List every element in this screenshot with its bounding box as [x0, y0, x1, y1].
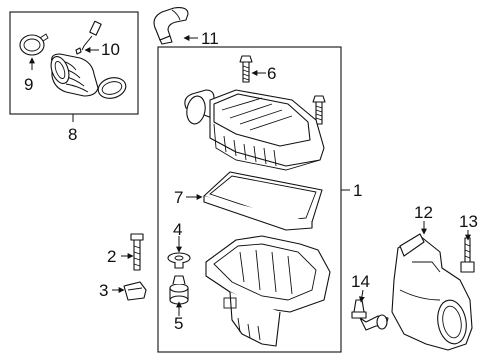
part-13-bolt	[460, 237, 475, 273]
callout-5: 5	[174, 314, 183, 333]
part-2-bolt	[130, 233, 144, 271]
part-14-pin	[351, 299, 389, 331]
inset-box-8	[9, 11, 139, 115]
part-5-isolator	[169, 275, 189, 305]
callout-6: 6	[267, 64, 276, 83]
callout-9: 9	[24, 75, 33, 94]
callout-2: 2	[107, 247, 116, 266]
part-12-duct	[391, 233, 473, 351]
callout-8: 8	[68, 125, 77, 144]
callout-14: 14	[351, 272, 370, 291]
part-lower-housing	[205, 235, 331, 347]
part-8-clamp-right	[97, 77, 127, 99]
part-3-clip	[123, 281, 147, 301]
callout-10: 10	[101, 40, 120, 59]
part-7-filter	[203, 171, 323, 231]
callout-7: 7	[174, 188, 183, 207]
part-6-bolt-2	[312, 95, 326, 125]
callout-13: 13	[459, 212, 478, 231]
callout-12: 12	[414, 203, 433, 222]
part-8-coupler	[50, 53, 99, 97]
callout-11: 11	[201, 29, 219, 48]
part-9-clamp	[19, 33, 49, 56]
leader-lines	[29, 35, 471, 316]
part-10-sensor	[75, 20, 102, 55]
part-4-grommet	[167, 252, 191, 269]
callout-3: 3	[99, 281, 108, 300]
assembly-box-1	[157, 46, 342, 353]
part-6-bolt	[239, 55, 253, 83]
callout-1: 1	[353, 181, 362, 200]
part-11-hose	[153, 7, 189, 45]
callout-4: 4	[173, 220, 182, 239]
part-upper-housing	[184, 89, 325, 171]
